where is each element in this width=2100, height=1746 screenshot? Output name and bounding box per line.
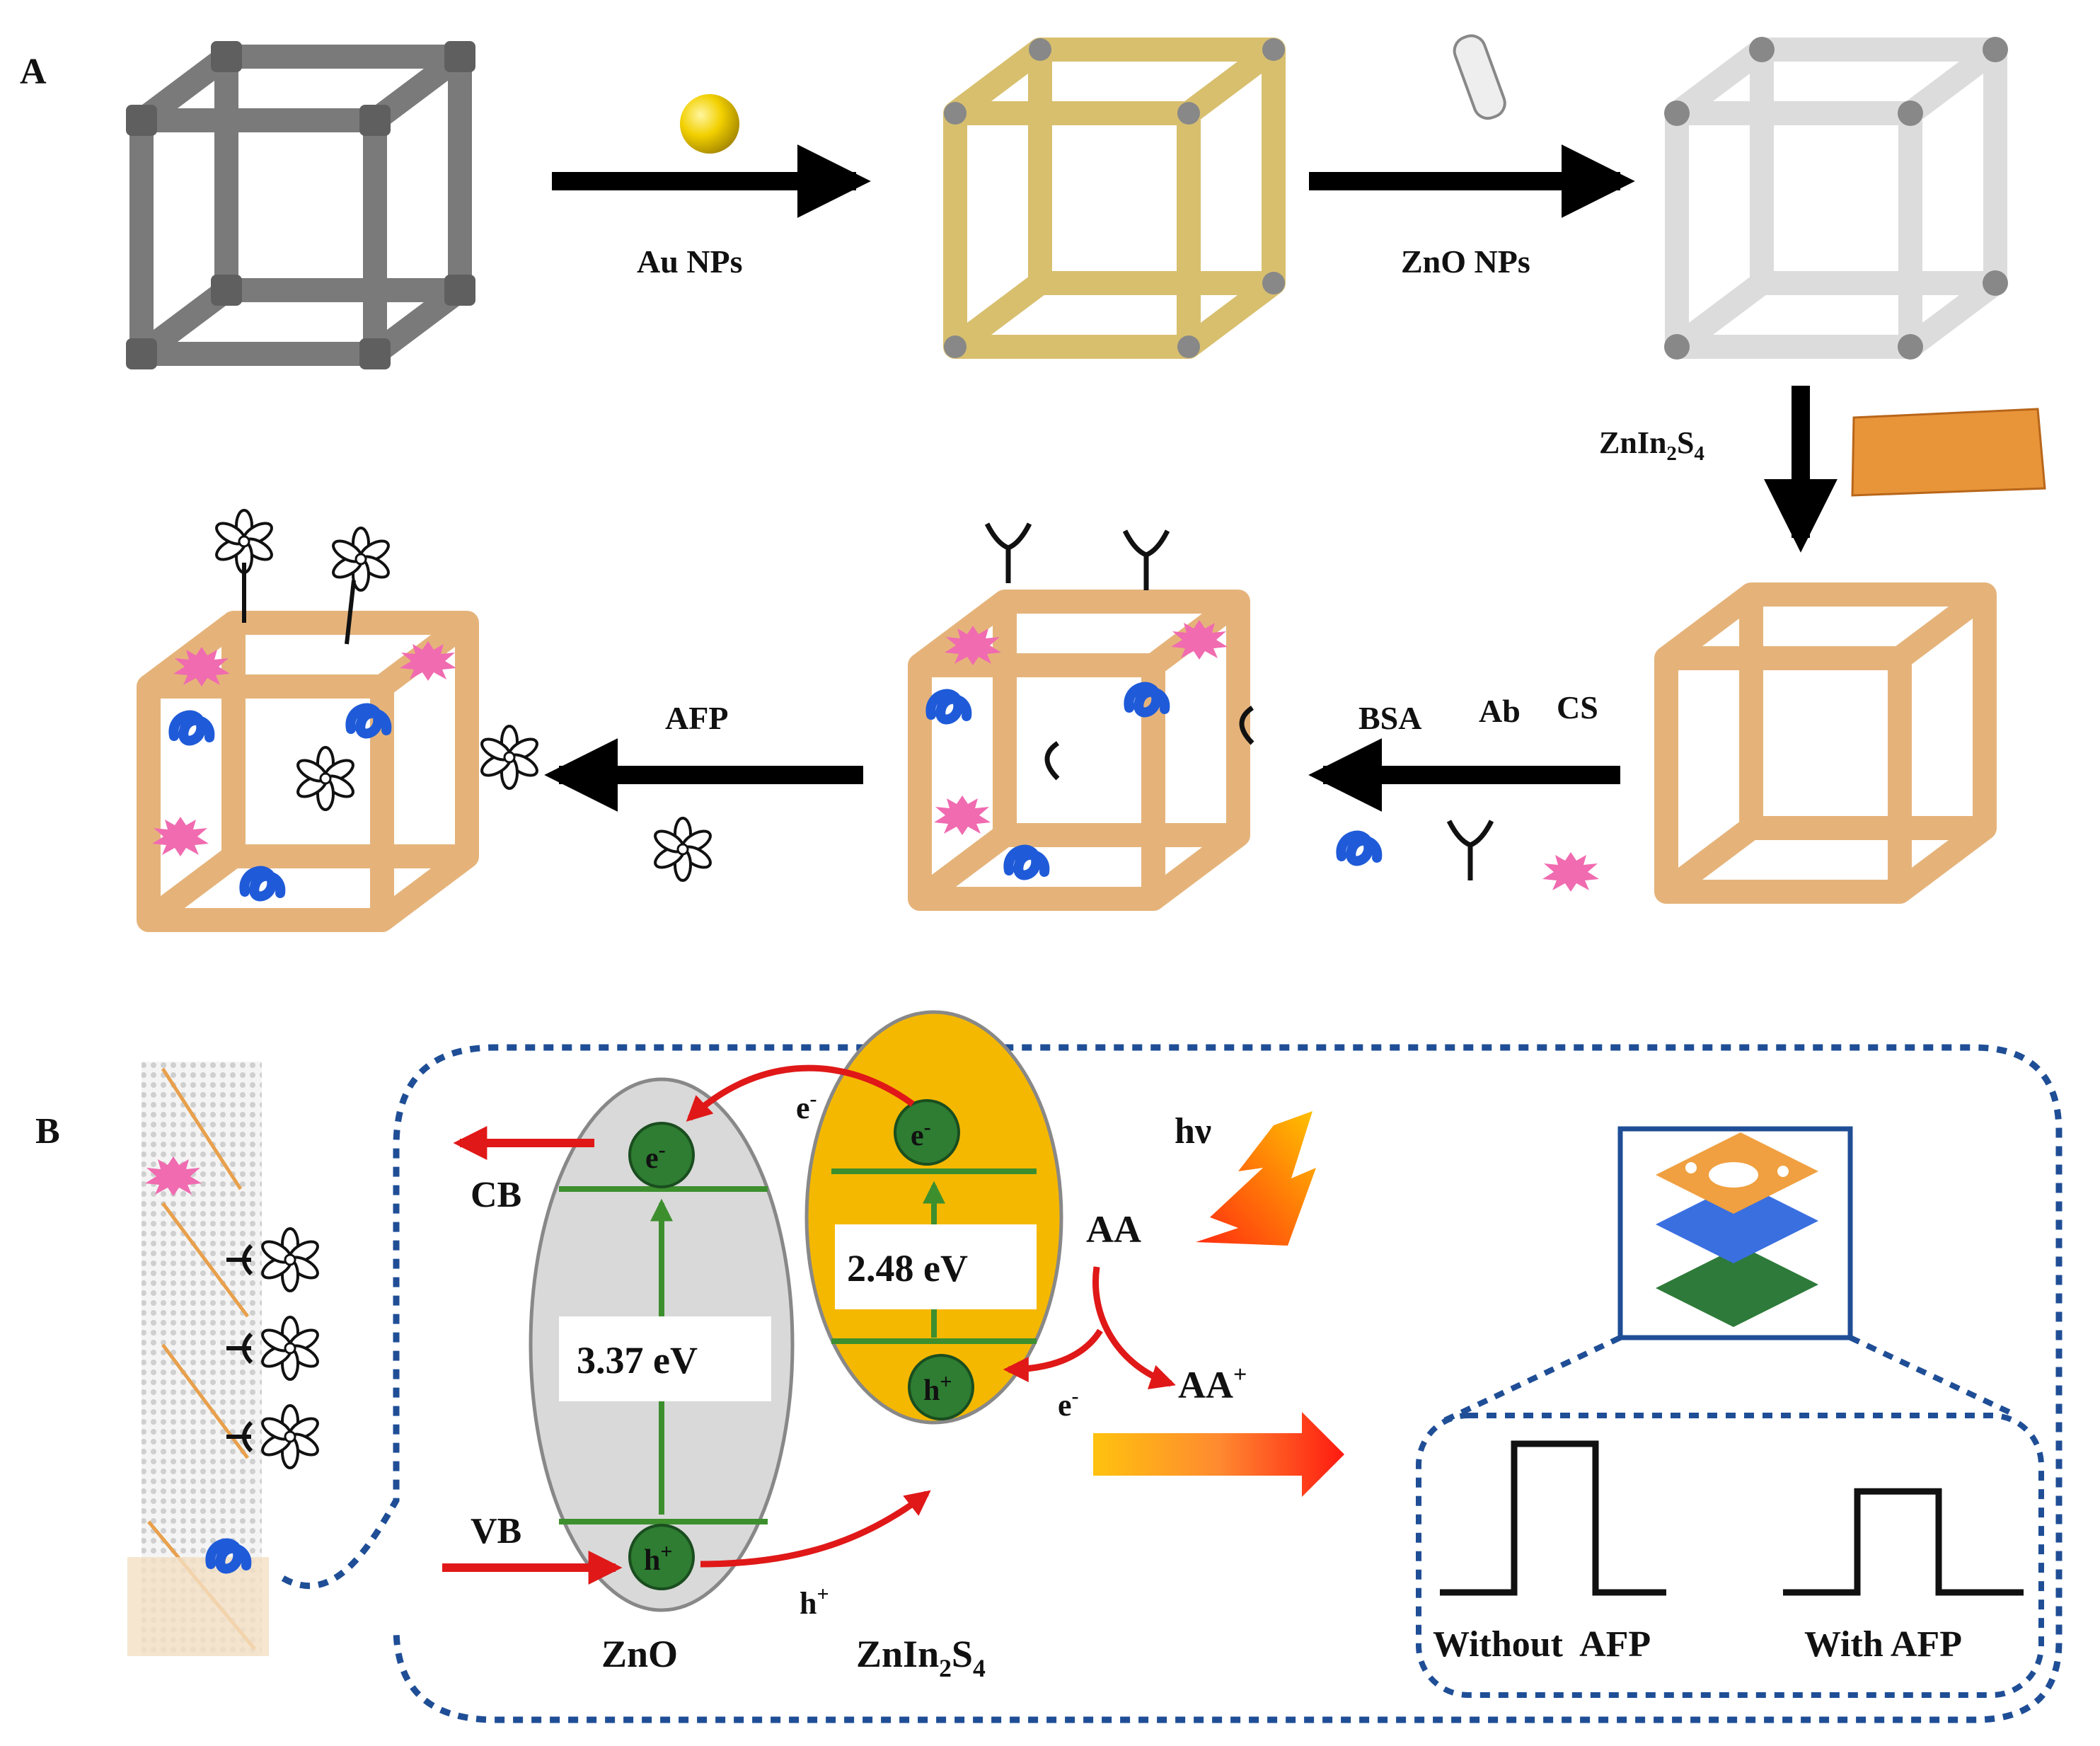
svg-text:e-: e- (796, 1087, 817, 1125)
znin2s4-electron (894, 1099, 960, 1166)
afp-antigen-icon (650, 817, 715, 882)
znin2s4-gap-box (835, 1224, 1037, 1309)
svg-text:h+: h+ (644, 1540, 672, 1577)
bsa-knot-icon (1341, 836, 1377, 861)
panel-a-label: A (20, 52, 47, 92)
zno-electron (628, 1122, 695, 1188)
antibody-icon (1449, 821, 1492, 880)
svg-text:h+: h+ (800, 1583, 829, 1621)
hv-label: hν (1175, 1111, 1211, 1151)
zno-nanoparticle-icon (1453, 34, 1506, 120)
signal-output-arrow (1093, 1412, 1344, 1497)
without-afp-label: Without AFP (1433, 1624, 1651, 1665)
aa-label: AA (1086, 1208, 1141, 1251)
electron-transfer-arrow (686, 1064, 915, 1122)
zno-gap-label: 3.37 eV (577, 1339, 698, 1382)
framework-cube (126, 41, 475, 369)
zno-name-label: ZnO (601, 1633, 678, 1675)
znin2s4-gap-label: 2.48 eV (847, 1247, 968, 1290)
aa-electron-arrow (1003, 1328, 1103, 1382)
modified-strut (127, 1062, 323, 1656)
with-afp-label: With AFP (1804, 1624, 1962, 1665)
znin2s4-coated-cube (1666, 595, 1985, 892)
electrode-stack-icon (1656, 1132, 1818, 1327)
svg-text:e-: e- (645, 1138, 666, 1175)
aa-oxidation-arrow (1092, 1266, 1176, 1389)
znin2s4-label: ZnIn2S4 (1599, 425, 1704, 465)
au-nps-label: Au NPs (637, 243, 743, 280)
signal-comparison-box (1416, 1413, 2044, 1698)
svg-text:h+: h+ (923, 1370, 952, 1407)
afp-step-label: AFP (665, 700, 728, 736)
mechanism-callout-outline (281, 1044, 2062, 1723)
znin2s4-name-label: ZnIn2S4 (856, 1633, 986, 1682)
antibody-modified-cube (920, 524, 1254, 899)
hole-transfer-arrow (700, 1490, 931, 1568)
zno-coated-cube (1664, 37, 2008, 360)
cs-splat-icon (1542, 852, 1599, 892)
pulse-without-afp (1440, 1440, 1666, 1596)
zno-hole (628, 1524, 695, 1590)
znin2s4-nanosheet-icon (1851, 408, 2046, 497)
svg-text:e-: e- (911, 1115, 931, 1152)
lightning-bolt-icon (1196, 1111, 1316, 1246)
cb-label: CB (471, 1175, 521, 1215)
aa-plus-label: AA+ (1178, 1362, 1247, 1406)
pulse-with-afp (1783, 1488, 2024, 1596)
bsa-label: BSA (1358, 700, 1421, 736)
zno-nps-label: ZnO NPs (1401, 243, 1530, 280)
ab-label: Ab (1479, 693, 1521, 729)
svg-text:e-: e- (1058, 1384, 1079, 1423)
znin2s4-hole (908, 1354, 974, 1420)
afp-bound-cube (149, 509, 542, 920)
vb-label: VB (471, 1511, 521, 1551)
gold-coated-cube (944, 38, 1285, 358)
zno-gap-box (559, 1316, 771, 1401)
panel-b-label: B (35, 1111, 60, 1151)
cs-label: CS (1557, 689, 1598, 725)
au-nanoparticle-icon (680, 94, 739, 154)
